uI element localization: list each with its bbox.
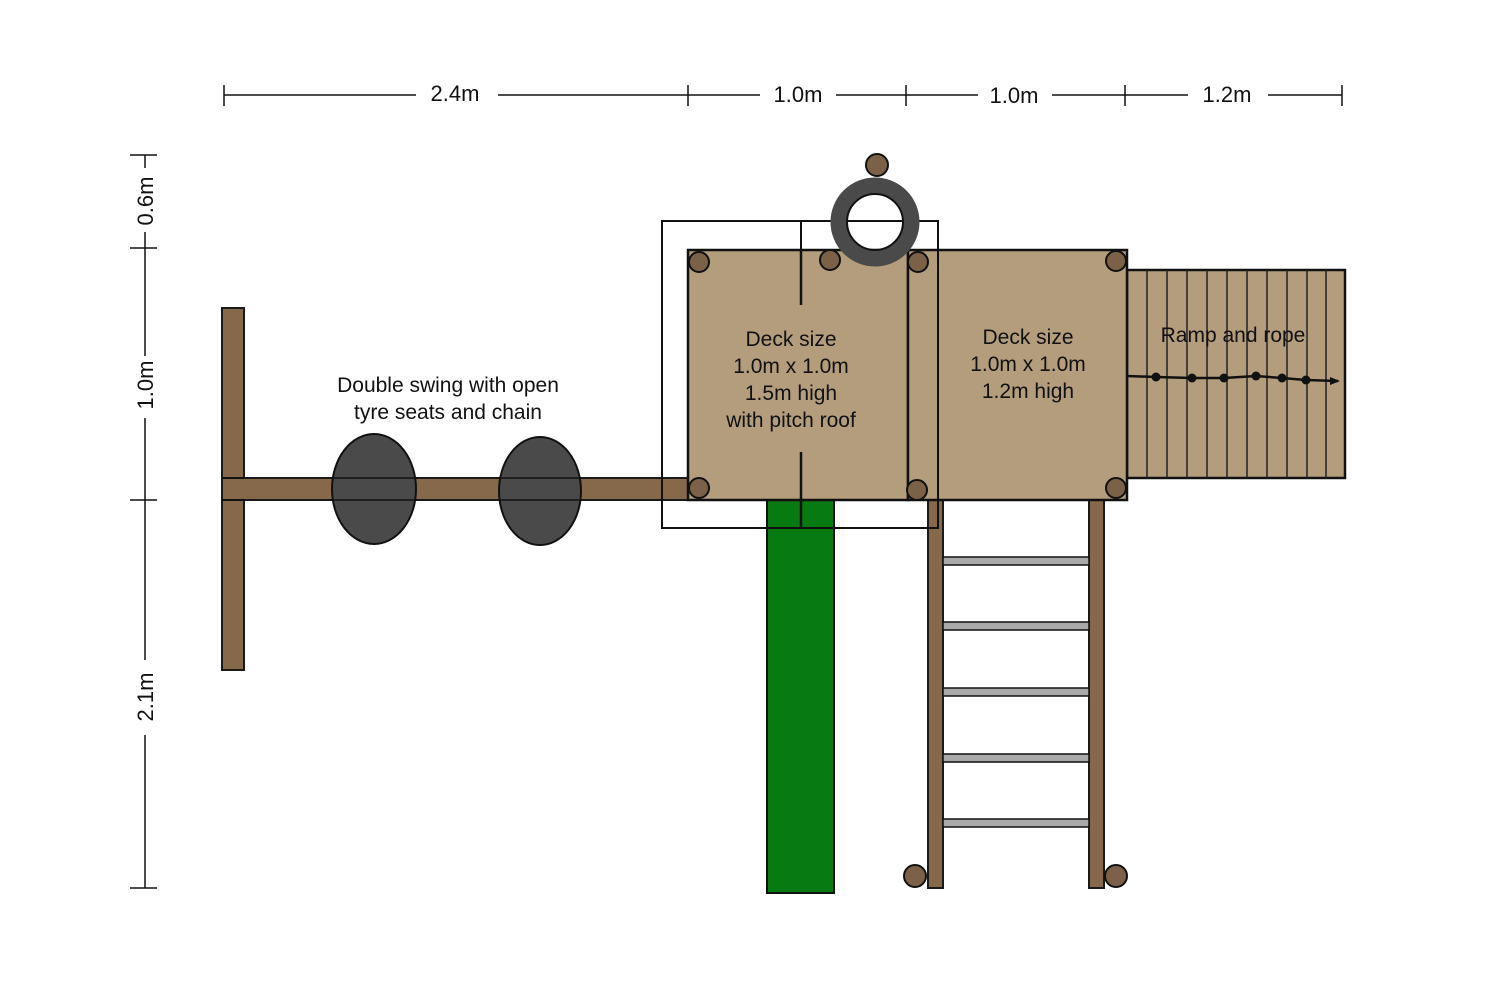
deck2-label-line-3: 1.2m high xyxy=(982,380,1074,403)
dim-label-height-top: 0.6m xyxy=(133,177,158,226)
horizontal-dimension-line: 2.4m 1.0m 1.0m 1.2m xyxy=(223,81,1343,108)
dim-label-width-deck2: 1.0m xyxy=(990,83,1039,108)
ramp xyxy=(1125,268,1347,480)
dim-label-height-middle: 1.0m xyxy=(133,361,158,410)
swing-label-line-2: tyre seats and chain xyxy=(354,401,542,424)
dim-label-height-bottom: 2.1m xyxy=(133,673,158,722)
ramp-label: Ramp and rope xyxy=(1161,324,1306,347)
ladder-rung xyxy=(942,621,1090,631)
ramp-surface xyxy=(1125,268,1347,480)
ladder-rail-right xyxy=(1088,499,1105,889)
deck-1 xyxy=(686,248,910,502)
deck2-label-line-2: 1.0m x 1.0m xyxy=(970,353,1086,376)
deck1-label-line-4: with pitch roof xyxy=(725,409,856,432)
ladder-foot-left xyxy=(903,864,927,888)
slide xyxy=(766,499,835,894)
ladder-rung xyxy=(942,687,1090,697)
vertical-dimension-line: 0.6m 1.0m 2.1m xyxy=(130,154,158,889)
ladder-rung xyxy=(942,753,1090,763)
tyre-hook xyxy=(865,153,889,177)
deck2-label-line-1: Deck size xyxy=(982,326,1073,349)
ladder xyxy=(903,499,1128,889)
hanging-tyre xyxy=(830,153,920,267)
swing-frame xyxy=(221,307,691,671)
dim-label-width-ramp: 1.2m xyxy=(1203,82,1252,107)
ladder-rung xyxy=(942,818,1090,828)
dim-label-width-deck1: 1.0m xyxy=(774,82,823,107)
tyre-seat-2 xyxy=(498,436,582,546)
deck1-label-line-1: Deck size xyxy=(745,328,836,351)
swing-beam xyxy=(221,477,691,501)
deck1-label-line-2: 1.0m x 1.0m xyxy=(733,355,849,378)
ladder-rung xyxy=(942,556,1090,566)
tyre-seat-1 xyxy=(331,433,417,545)
dim-label-width-swing: 2.4m xyxy=(431,81,480,106)
swing-label-line-1: Double swing with open xyxy=(337,374,559,397)
ladder-foot-right xyxy=(1104,864,1128,888)
pitch-roof-outline xyxy=(661,220,939,529)
deck1-label-line-3: 1.5m high xyxy=(745,382,837,405)
deck-posts xyxy=(688,249,1127,501)
deck-2 xyxy=(906,248,1129,502)
rope xyxy=(1126,371,1340,385)
ladder-rail-left xyxy=(927,499,944,889)
